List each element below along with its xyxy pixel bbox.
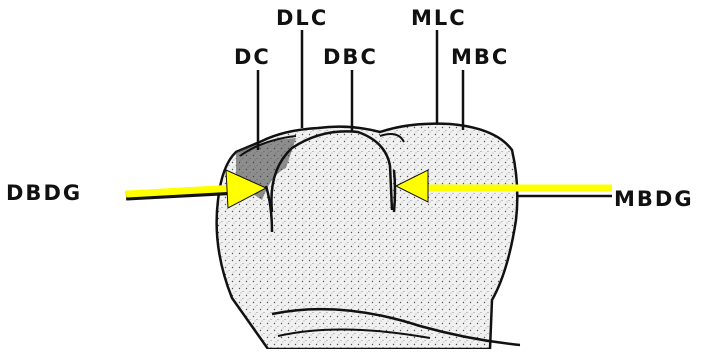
label-mbdg: MBDG <box>614 189 694 210</box>
label-mlc: MLC <box>411 8 467 29</box>
label-dbdg: DBDG <box>6 183 82 204</box>
label-mbc: MBC <box>451 47 509 68</box>
mesiobuccal-groove-line <box>394 170 395 212</box>
label-dc: DC <box>234 47 271 68</box>
label-dbc: DBC <box>323 47 378 68</box>
label-dlc: DLC <box>276 8 328 29</box>
